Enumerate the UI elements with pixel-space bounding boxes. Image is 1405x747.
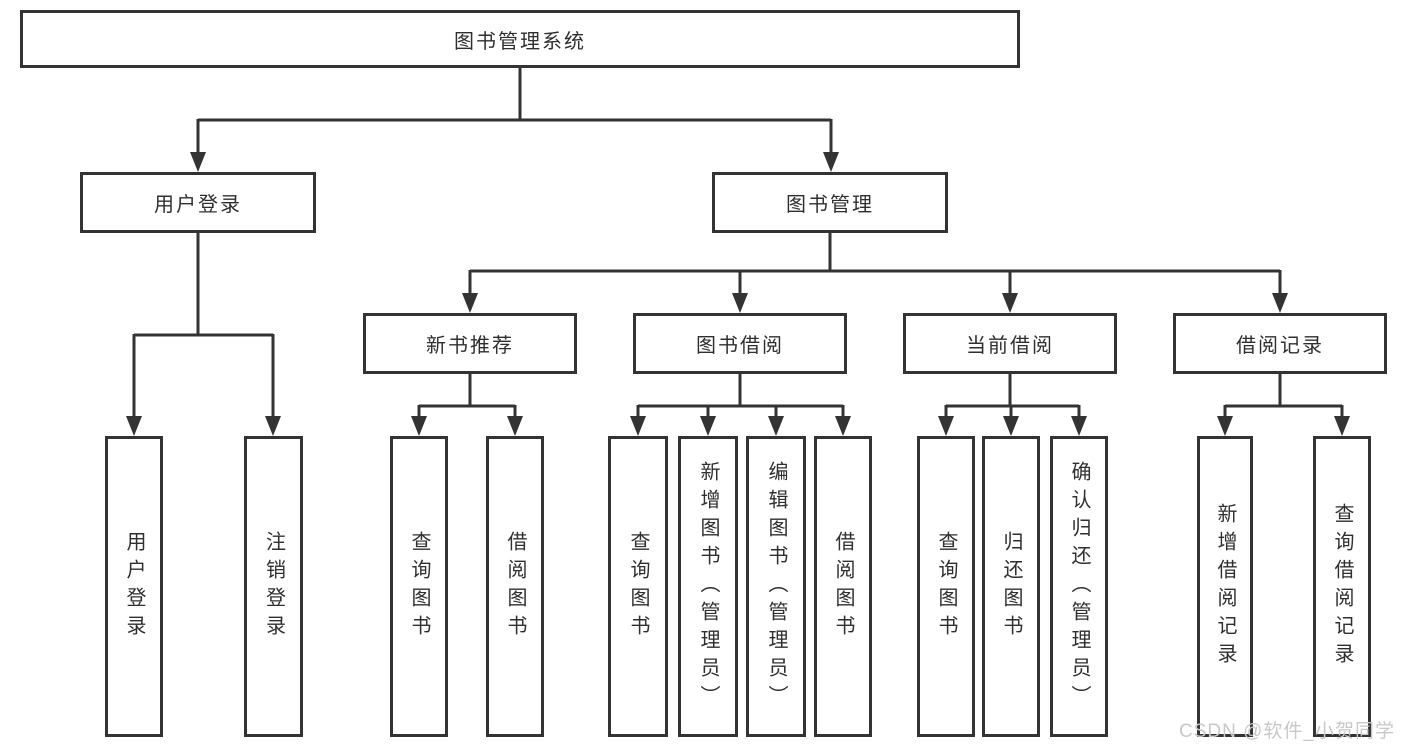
node-book-management: 图书管理: [712, 172, 948, 233]
node-new-book-recommend-label: 新书推荐: [426, 335, 514, 357]
leaf-query-books-recommend-label: 查询图书: [408, 530, 430, 643]
leaf-query-books-current-label: 查询图书: [935, 530, 957, 643]
node-current-borrowing: 当前借阅: [903, 313, 1117, 374]
leaf-query-books-borrowing: 查询图书: [608, 436, 668, 737]
node-borrowing-records: 借阅记录: [1173, 313, 1387, 374]
leaf-return-books: 归还图书: [982, 436, 1040, 737]
leaf-borrow-books-recommend-label: 借阅图书: [504, 530, 526, 643]
leaf-edit-books-admin: 编辑图书（管理员）: [746, 436, 806, 737]
leaf-query-books-recommend: 查询图书: [390, 436, 448, 737]
leaf-borrow-books-recommend: 借阅图书: [486, 436, 544, 737]
leaf-query-books-current: 查询图书: [917, 436, 975, 737]
leaf-query-borrow-record-label: 查询借阅记录: [1331, 502, 1353, 671]
leaf-add-books-admin: 新增图书（管理员）: [678, 436, 738, 737]
node-book-management-label: 图书管理: [786, 194, 874, 216]
node-borrowing-records-label: 借阅记录: [1236, 335, 1324, 357]
node-user-login-label: 用户登录: [154, 194, 242, 216]
leaf-user-login-label: 用户登录: [123, 530, 145, 643]
node-book-borrowing: 图书借阅: [633, 313, 847, 374]
leaf-edit-books-admin-label: 编辑图书（管理员）: [765, 460, 787, 713]
leaf-user-login: 用户登录: [105, 436, 163, 737]
node-root-system: 图书管理系统: [20, 10, 1020, 68]
csdn-watermark: CSDN @软件_小贺同学: [1179, 721, 1395, 742]
leaf-return-books-label: 归还图书: [1000, 530, 1022, 643]
arrowhead-icons: [126, 152, 1350, 436]
leaf-confirm-return-admin-label: 确认归还（管理员）: [1068, 460, 1090, 713]
node-root-system-label: 图书管理系统: [454, 30, 586, 53]
leaf-confirm-return-admin: 确认归还（管理员）: [1050, 436, 1108, 737]
leaf-query-borrow-record: 查询借阅记录: [1313, 436, 1371, 737]
leaf-add-books-admin-label: 新增图书（管理员）: [697, 460, 719, 713]
node-user-login: 用户登录: [80, 172, 316, 233]
node-new-book-recommend: 新书推荐: [363, 313, 577, 374]
leaf-logout: 注销登录: [244, 436, 303, 737]
leaf-borrow-books-label: 借阅图书: [832, 530, 854, 643]
leaf-add-borrow-record: 新增借阅记录: [1197, 436, 1253, 737]
node-current-borrowing-label: 当前借阅: [966, 335, 1054, 357]
node-book-borrowing-label: 图书借阅: [696, 335, 784, 357]
leaf-add-borrow-record-label: 新增借阅记录: [1214, 502, 1236, 671]
leaf-query-books-borrowing-label: 查询图书: [627, 530, 649, 643]
leaf-borrow-books: 借阅图书: [814, 436, 872, 737]
leaf-logout-label: 注销登录: [262, 530, 285, 643]
